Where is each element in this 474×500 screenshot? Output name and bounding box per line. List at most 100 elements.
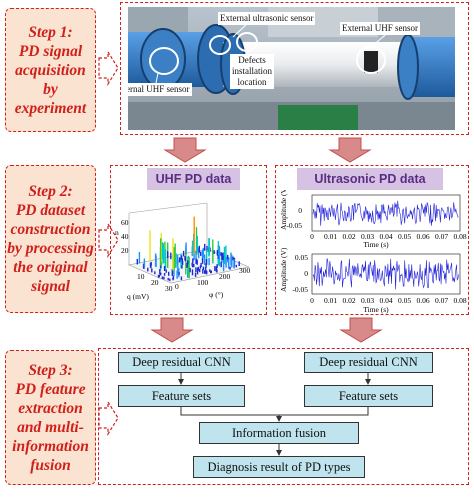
x-tick: 0.05 xyxy=(398,232,411,241)
q-tick: 30 xyxy=(165,284,173,293)
x-label-bottom: Time (s) xyxy=(363,305,389,314)
x-tick: 0.07 xyxy=(435,232,448,241)
step1-label: Step 1: PD signal acquisition by experim… xyxy=(5,8,96,132)
x-tick: 0.06 xyxy=(416,232,429,241)
phi-tick: 300 xyxy=(239,266,251,275)
x-tick: 0.01 xyxy=(324,296,337,305)
x-tick: 0.02 xyxy=(342,232,355,241)
uhf-region xyxy=(110,165,267,315)
step1-line: experiment xyxy=(14,99,87,117)
cnn-left-box: Deep residual CNN xyxy=(118,352,245,373)
x-ticks-bottom: 0 0.01 0.02 0.03 0.04 0.05 0.06 0.07 0.08 xyxy=(310,296,467,305)
fusion-box: Information fusion xyxy=(199,422,359,444)
x-ticks-top: 0 0.01 0.02 0.03 0.04 0.05 0.06 0.07 0.08 xyxy=(310,232,467,241)
diagnosis-box: Diagnosis result of PD types xyxy=(193,456,365,478)
z-tick: 40 xyxy=(121,232,129,241)
x-tick: 0.08 xyxy=(453,296,466,305)
x-tick: 0.03 xyxy=(361,232,374,241)
defects-line: installation xyxy=(232,66,272,76)
phi-tick: 200 xyxy=(219,272,231,281)
step2-label: Step 2: PD dataset construction by proce… xyxy=(5,165,96,313)
step2-line: Step 2: xyxy=(28,183,73,200)
step2-line: PD dataset xyxy=(15,202,86,219)
z-tick: 60 xyxy=(121,218,129,227)
y-tick: -0.05 xyxy=(286,221,302,230)
q-tick: 20 xyxy=(151,278,159,287)
y-tick: 0 xyxy=(298,206,302,215)
step2-line: the original xyxy=(13,259,88,276)
step2-line: by processing xyxy=(7,240,94,257)
x-tick: 0.07 xyxy=(435,296,448,305)
defects-line: Defects xyxy=(238,55,266,65)
connector-feature-right-fusion xyxy=(279,407,369,416)
prpd-peaks xyxy=(136,216,240,282)
x-tick: 0.08 xyxy=(453,232,466,241)
y-tick: -0.05 xyxy=(292,285,308,294)
step1-line: PD signal xyxy=(18,42,83,60)
step1-line: acquisition xyxy=(15,61,86,79)
step3-line: fusion xyxy=(30,456,71,474)
step2-line: signal xyxy=(31,278,70,295)
arrow-down-3 xyxy=(150,317,194,343)
connector-feature-left-fusion xyxy=(180,407,279,416)
label-internal-uhf: Internal UHF sensor xyxy=(128,83,192,96)
x-tick: 0.02 xyxy=(342,296,355,305)
signal-bottom xyxy=(312,258,459,290)
z-tick: 20 xyxy=(121,246,129,255)
y-tick: 0.05 xyxy=(295,253,308,262)
ultrasonic-header: Ultrasonic PD data xyxy=(297,168,443,190)
x-tick: 0.05 xyxy=(398,296,411,305)
arrow-right-2 xyxy=(98,221,119,259)
phi-axis-label: φ (°) xyxy=(209,290,224,299)
x-tick: 0.03 xyxy=(361,296,374,305)
arrow-down-1 xyxy=(163,137,207,163)
y-label-top: Amplitude (V) xyxy=(279,190,288,230)
step1-line: by xyxy=(43,80,58,98)
step3-label: Step 3: PD feature extraction and multi-… xyxy=(5,350,96,485)
uhf-prpd-plot: 20 40 60 n 10 20 30 0 100 200 300 q (mV)… xyxy=(115,202,251,301)
cnn-right-box: Deep residual CNN xyxy=(304,352,433,373)
experiment-photo: External ultrasonic sensor External UHF … xyxy=(128,7,455,130)
x-label-top: Time (s) xyxy=(363,240,389,249)
y-tick: 0 xyxy=(304,269,308,278)
label-defects: Defects installation location xyxy=(230,54,274,89)
q-tick: 10 xyxy=(137,272,145,281)
q-axis-label: q (mV) xyxy=(127,292,149,301)
label-external-ultrasonic: External ultrasonic sensor xyxy=(218,12,316,25)
ultrasonic-region xyxy=(275,165,469,315)
arrow-down-4 xyxy=(339,317,383,343)
step3-line: Step 3: xyxy=(28,361,73,379)
arrow-right-3 xyxy=(98,399,119,437)
x-tick: 0.04 xyxy=(379,232,392,241)
defects-line: location xyxy=(237,77,267,87)
feature-left-box: Feature sets xyxy=(118,385,245,407)
step3-line: PD feature xyxy=(15,380,86,398)
uhf-header: UHF PD data xyxy=(147,168,240,190)
step1-text: Step 1: PD signal acquisition by experim… xyxy=(15,23,86,118)
step3-text: Step 3: PD feature extraction and multi-… xyxy=(12,361,89,475)
feature-right-box: Feature sets xyxy=(304,385,433,407)
step3-region xyxy=(98,348,469,485)
x-tick: 0 xyxy=(310,232,314,241)
arrow-down-2 xyxy=(328,137,372,163)
phi-tick: 0 xyxy=(175,282,179,291)
step1-region xyxy=(120,2,469,135)
x-tick: 0.04 xyxy=(379,296,392,305)
phi-tick: 100 xyxy=(197,278,209,287)
step1-line: Step 1: xyxy=(28,23,73,41)
signal-top xyxy=(312,200,459,226)
step2-text: Step 2: PD dataset construction by proce… xyxy=(7,182,94,296)
label-external-uhf: External UHF sensor xyxy=(340,22,420,35)
step2-line: construction xyxy=(10,221,91,238)
x-tick: 0.06 xyxy=(416,296,429,305)
step3-line: information xyxy=(12,437,89,455)
arrow-right-1 xyxy=(98,49,119,87)
x-tick: 0.01 xyxy=(324,232,337,241)
y-label-bottom: Amplitude (V) xyxy=(279,247,288,292)
step3-line: and multi- xyxy=(17,418,84,436)
z-axis-label: n xyxy=(115,228,119,237)
x-tick: 0 xyxy=(310,296,314,305)
